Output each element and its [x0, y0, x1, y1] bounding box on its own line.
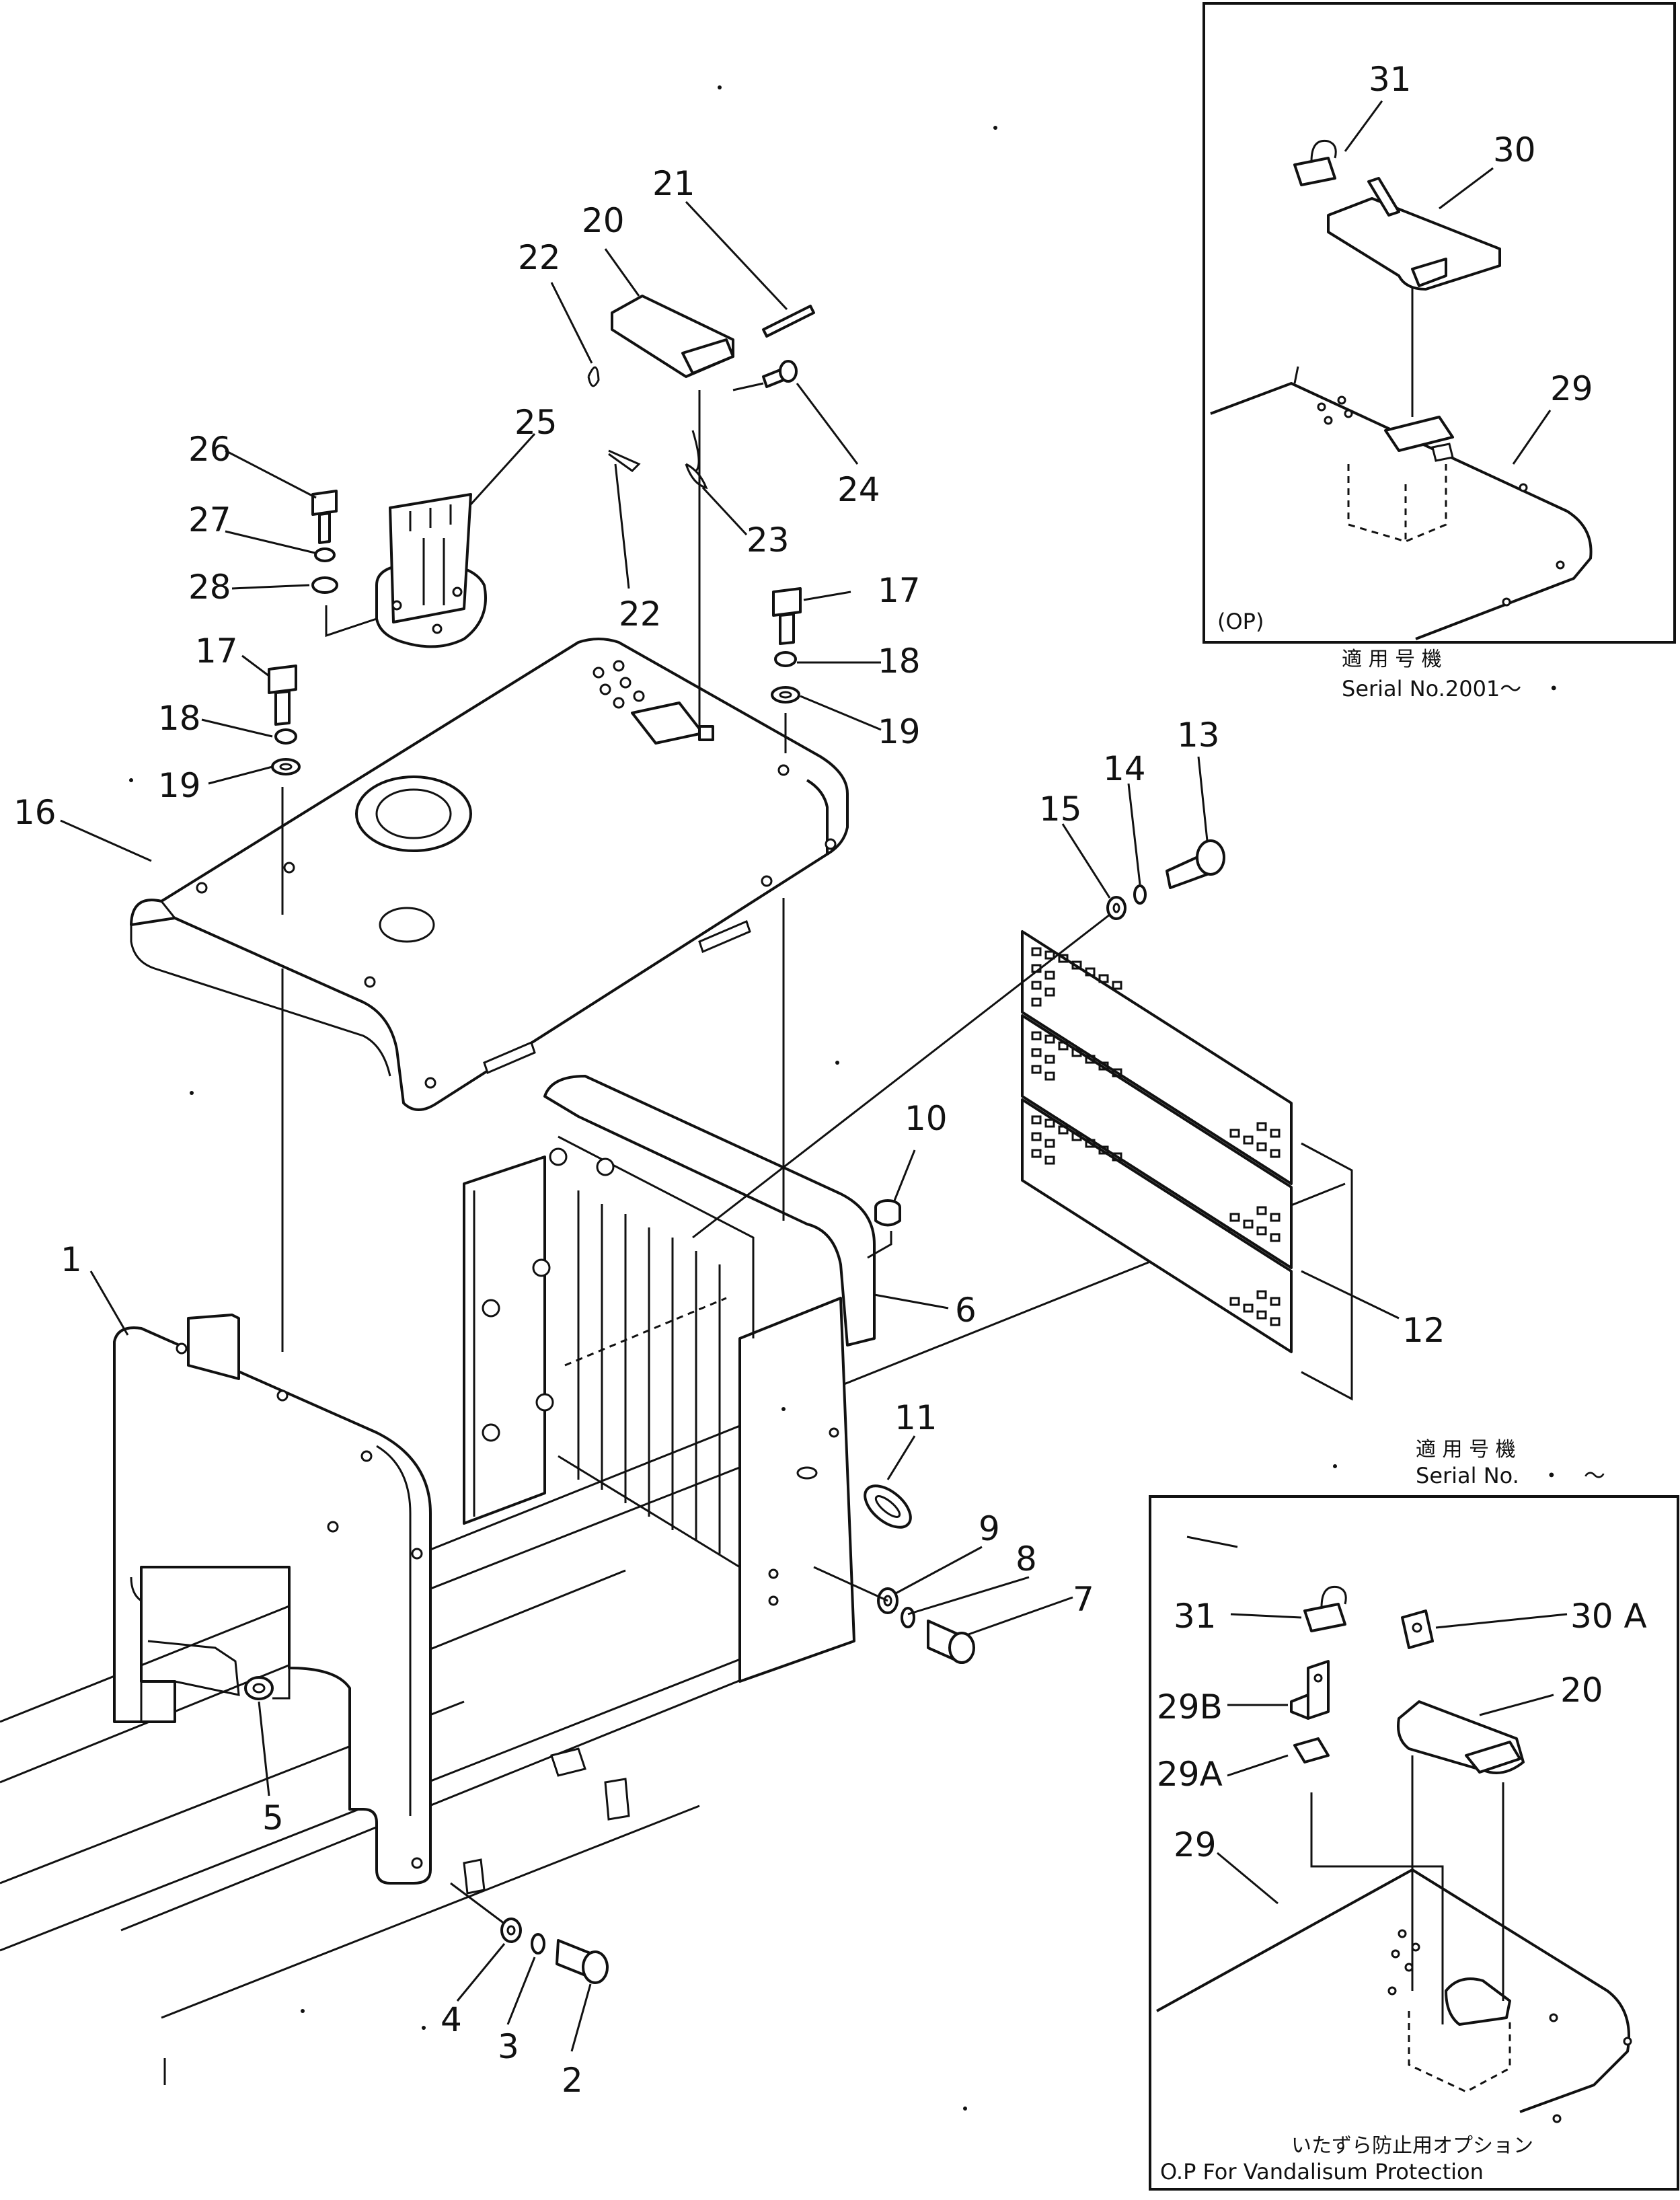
callout-16: 16 — [13, 793, 56, 832]
parts-26-27-28-fasteners — [311, 490, 377, 638]
callout-21: 21 — [652, 164, 695, 203]
callout-27: 27 — [188, 500, 231, 539]
inset-bottom-option-en: O.P For Vandalisum Protection — [1160, 2159, 1484, 2185]
part-25-filler-neck — [375, 493, 487, 648]
parts-2-3-4-fasteners — [450, 1882, 609, 1984]
callout-25: 25 — [514, 403, 558, 442]
callout-17-right: 17 — [878, 571, 921, 610]
part-21-pin — [762, 305, 815, 338]
inset-bottom-part-31-padlock — [1303, 1585, 1347, 1632]
callout-7: 7 — [1073, 1580, 1094, 1619]
part-10-grommet — [867, 1199, 901, 1259]
inset-top-applicable-jp: 適 用 号 機 — [1342, 648, 1442, 671]
callout-11: 11 — [894, 1398, 938, 1437]
inset-bottom-serial: Serial No. ・ ～ — [1416, 1463, 1605, 1488]
inset-bottom-callout-29a: 29A — [1157, 1755, 1223, 1794]
callout-13: 13 — [1177, 716, 1220, 755]
parts-13-14-15-fasteners — [692, 839, 1225, 1239]
inset-bottom-frame — [1149, 1495, 1679, 2191]
part-23-spring — [685, 390, 708, 736]
part-6-radiator-guard — [463, 1075, 876, 1683]
inset-bottom-right: 31 30 A 29B 20 29A 29 いたずら防止用オプション O.P F… — [1149, 1495, 1679, 2191]
inset-bottom-part-30a-bracket — [1401, 1609, 1434, 1649]
inset-top-callout-30: 30 — [1493, 130, 1536, 169]
inset-bottom-part-29b-bracket — [1290, 1660, 1330, 1720]
callout-19-left: 19 — [158, 766, 201, 805]
part-24-screw — [732, 360, 798, 391]
callout-17-left: 17 — [195, 632, 238, 671]
inset-top-op-label: (OP) — [1217, 609, 1264, 634]
inset-top-part-31-padlock — [1293, 139, 1337, 186]
callout-5: 5 — [262, 1798, 284, 1837]
inset-bottom-holes — [1387, 1929, 1632, 2123]
inset-bottom-part-29a-block — [1293, 1737, 1330, 1763]
callout-28: 28 — [188, 568, 231, 607]
callout-18-left: 18 — [158, 699, 201, 738]
part-22-cotter-pin — [587, 366, 641, 472]
callout-4: 4 — [441, 2000, 462, 2039]
callout-18-right: 18 — [878, 642, 921, 681]
parts-17-18-19-left — [268, 665, 301, 1352]
callout-15: 15 — [1039, 790, 1082, 829]
base-brackets — [463, 1747, 630, 1895]
callout-2: 2 — [562, 2061, 583, 2100]
callout-1: 1 — [61, 1240, 82, 1279]
parts-17-18-19-right — [771, 587, 802, 1221]
callout-10: 10 — [905, 1099, 948, 1138]
radiator-fins — [577, 1190, 721, 1554]
part-20-lid — [611, 295, 734, 378]
inset-top-holes — [1317, 395, 1565, 607]
part-12-mesh-panels — [1021, 930, 1353, 1401]
callout-14: 14 — [1103, 749, 1146, 788]
part-1-left-cover — [113, 1314, 432, 1885]
callout-23: 23 — [747, 521, 790, 560]
top-cover-holes — [196, 660, 837, 1089]
inset-top-right: 31 30 29 (OP) — [1202, 2, 1676, 644]
callout-9: 9 — [979, 1509, 1000, 1548]
parts-7-8-9-fasteners — [813, 1566, 975, 1664]
callout-6: 6 — [955, 1291, 977, 1330]
inset-bottom-callout-31: 31 — [1174, 1597, 1217, 1636]
callout-8: 8 — [1016, 1540, 1037, 1579]
callout-22-bottom: 22 — [619, 595, 662, 634]
inset-bottom-applicable-jp: 適 用 号 機 — [1416, 1438, 1516, 1462]
callout-19-right: 19 — [878, 712, 921, 751]
mesh-perforations — [1031, 947, 1281, 1326]
main-callouts: 1 2 3 4 5 6 7 8 9 10 11 12 13 14 15 16 1… — [13, 164, 1445, 2100]
callout-26: 26 — [188, 430, 231, 469]
inset-bottom-option-jp: いたずら防止用オプション — [1291, 2134, 1533, 2158]
part-5-bushing — [244, 1567, 291, 1700]
inset-bottom-callout-20: 20 — [1560, 1671, 1603, 1710]
inset-bottom-callout-29: 29 — [1174, 1825, 1217, 1864]
callout-leaders — [60, 200, 1400, 2052]
callout-12: 12 — [1402, 1311, 1445, 1350]
inset-bottom-callout-30a: 30 A — [1570, 1597, 1647, 1636]
part-11-grommet — [864, 1484, 912, 1529]
inset-top-frame — [1202, 2, 1676, 644]
scan-specks — [129, 85, 1337, 2111]
inset-top-callout-31: 31 — [1369, 60, 1412, 99]
callout-20: 20 — [582, 201, 625, 240]
part-16-top-cover — [130, 638, 849, 1111]
callout-24: 24 — [837, 470, 880, 509]
inset-top-callout-29: 29 — [1550, 369, 1593, 408]
inset-top-part-30-lid — [1327, 177, 1501, 291]
callout-22-top: 22 — [518, 238, 561, 277]
inset-bottom-callout-29b: 29B — [1157, 1687, 1223, 1727]
callout-3: 3 — [498, 2027, 519, 2066]
inset-top-serial: Serial No.2001～ ・ — [1342, 676, 1564, 701]
inset-bottom-part-20-lid — [1397, 1700, 1525, 1774]
